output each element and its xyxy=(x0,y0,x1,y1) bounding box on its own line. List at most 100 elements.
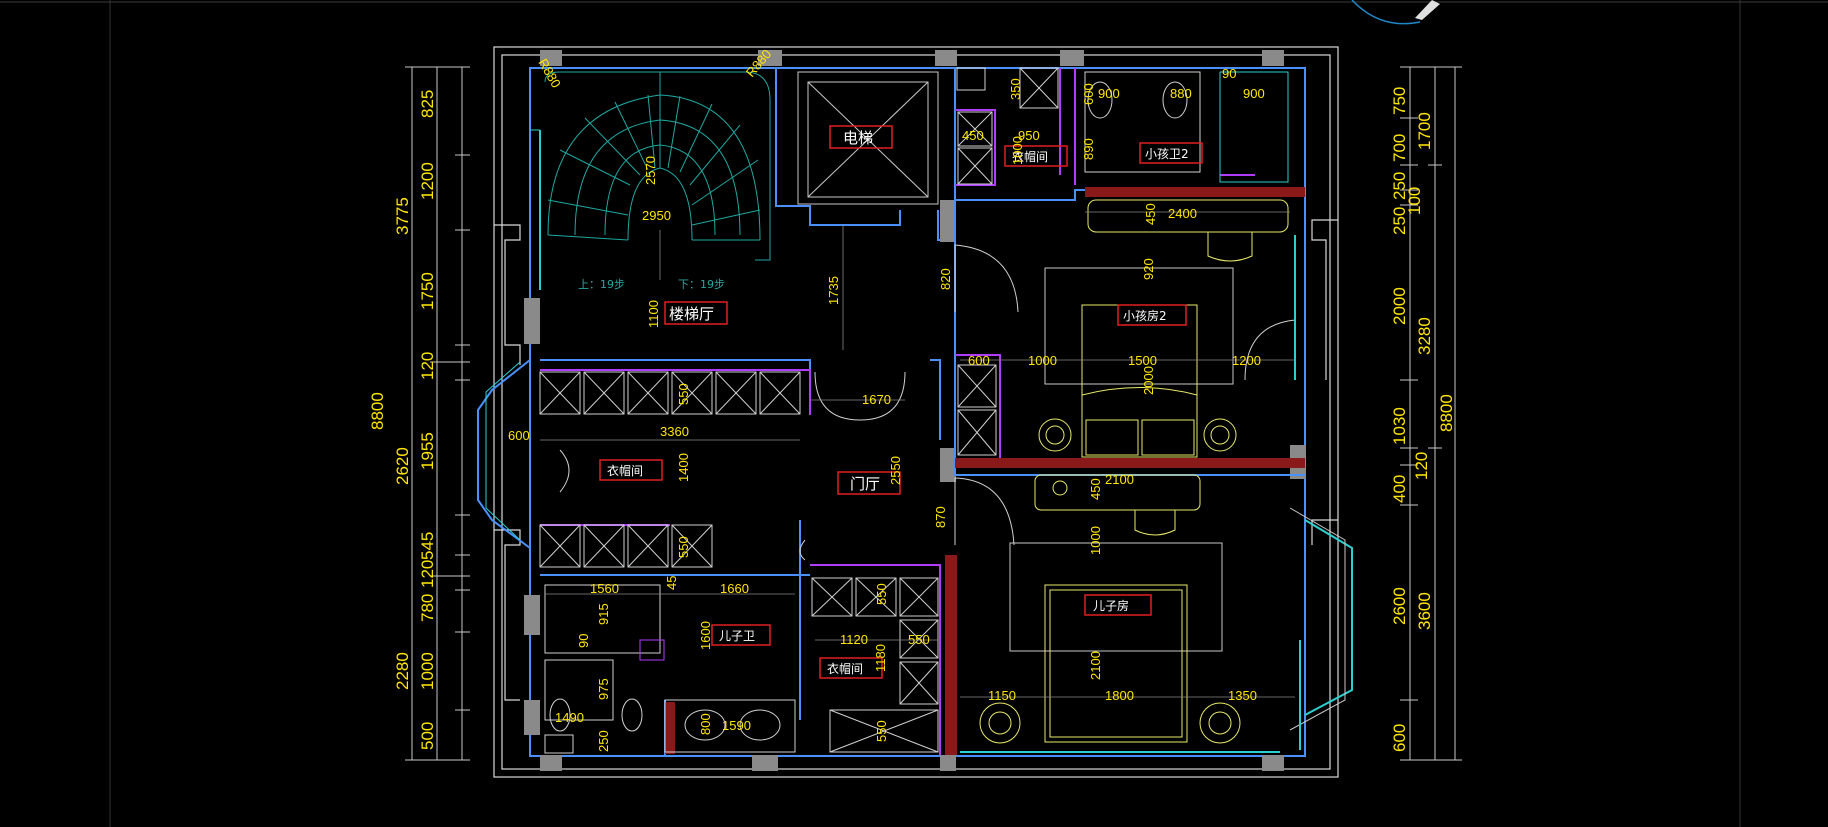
dimension-label: 1500 xyxy=(1128,353,1157,368)
right-inner-dimensions: 750 700 250 100 2000 1030 120 400 2600 6… xyxy=(1390,87,1431,752)
dimension-label: 1660 xyxy=(720,581,749,596)
bay-window-right xyxy=(1304,519,1353,716)
dimension-label: 8800 xyxy=(1437,394,1456,432)
dimension-label: 550 xyxy=(874,720,889,742)
right-outer-dimensions: 1700 250 3280 8800 3600 xyxy=(1390,112,1456,630)
dimension-label: 1735 xyxy=(826,276,841,305)
dimension-label: 1490 xyxy=(555,710,584,725)
room-label-child-bath-2: 小孩卫2 xyxy=(1145,147,1189,161)
room-labels: 楼梯厅 电梯 衣帽间 小孩卫2 小孩房2 衣帽间 门厅 儿子卫 衣帽间 儿子房 xyxy=(599,125,1203,679)
dimension-label: 600 xyxy=(1390,724,1409,752)
bathroom-fixtures xyxy=(544,67,1289,754)
left-dimension-lines xyxy=(405,66,470,761)
dimension-label: 90 xyxy=(1222,66,1236,81)
dimension-label: 870 xyxy=(933,506,948,528)
room-label-cloakroom-top: 衣帽间 xyxy=(1012,149,1048,164)
dimension-label: 545 xyxy=(418,532,437,560)
right-dimension-lines xyxy=(1400,66,1462,761)
masonry xyxy=(665,187,1305,755)
dimension-label: 1000 xyxy=(1010,136,1025,165)
room-label-foyer: 门厅 xyxy=(850,475,880,493)
dimension-label: 350 xyxy=(1008,78,1023,100)
left-outer-dimensions: 3775 8800 2620 2280 xyxy=(368,197,412,690)
outer-walls xyxy=(493,46,1339,778)
elevator-shaft xyxy=(797,71,939,205)
dimension-label: 90 xyxy=(576,634,591,648)
dimension-label: 1200 xyxy=(418,162,437,200)
room-label-son-room: 儿子房 xyxy=(1093,598,1129,613)
north-marker xyxy=(1415,0,1440,20)
dimension-label: 450 xyxy=(1143,203,1158,225)
dimension-label: 550 xyxy=(676,536,691,558)
arc-fragment xyxy=(1351,0,1421,25)
dimension-label: 600 xyxy=(508,428,530,443)
dimension-label: 1000 xyxy=(418,652,437,690)
dimension-label: 2570 xyxy=(643,156,658,185)
dimension-label: 600 xyxy=(968,353,990,368)
dimension-label: 1800 xyxy=(1105,688,1134,703)
son-room-furniture xyxy=(979,474,1241,744)
dimension-label: 2620 xyxy=(393,447,412,485)
dimension-label: 2950 xyxy=(642,208,671,223)
dimension-label: 1670 xyxy=(862,392,891,407)
dimension-label: 1350 xyxy=(1228,688,1257,703)
interior-dimension-lines xyxy=(540,211,1295,698)
dimension-label: 1200 xyxy=(1232,353,1261,368)
stair-up-note: 上：19步 xyxy=(578,278,625,291)
child-room-2-furniture xyxy=(1038,199,1289,458)
bay-window-glass-left xyxy=(485,361,521,541)
dimension-label: 1750 xyxy=(418,272,437,310)
dimension-label: 3360 xyxy=(660,424,689,439)
spiral-stair xyxy=(544,71,771,261)
interior-dimensions: R880 R880 2570 2950 1100 1735 820 550 33… xyxy=(508,46,1265,752)
dimension-label: 800 xyxy=(698,713,713,735)
dimension-label: 700 xyxy=(1390,134,1409,162)
dimension-label: 2100 xyxy=(1088,651,1103,680)
dimension-label: 890 xyxy=(1081,138,1096,160)
dimension-label: 450 xyxy=(962,128,984,143)
dimension-label: 120 xyxy=(418,560,437,588)
dimension-label: 250 xyxy=(1390,207,1409,235)
dimension-label: 1955 xyxy=(418,432,437,470)
dimension-label: 1000 xyxy=(1088,526,1103,555)
dimension-label: 1000 xyxy=(1028,353,1057,368)
dimension-label: 250 xyxy=(596,730,611,752)
dimension-label: 1100 xyxy=(646,300,661,328)
dimension-label: 825 xyxy=(418,90,437,118)
room-label-son-bath: 儿子卫 xyxy=(719,629,755,643)
bay-window-left xyxy=(477,359,531,549)
dimension-label: 500 xyxy=(418,722,437,750)
dimension-label: 2280 xyxy=(393,652,412,690)
door-swings xyxy=(559,244,1296,561)
room-label-cloakroom-bottom: 衣帽间 xyxy=(827,661,863,676)
dimension-label: 2000 xyxy=(1141,366,1156,395)
dimension-label: 915 xyxy=(596,603,611,625)
dimension-label: 900 xyxy=(1098,86,1120,101)
columns xyxy=(524,50,1306,771)
dimension-label: 2400 xyxy=(1168,206,1197,221)
dimension-label: 45 xyxy=(664,576,679,590)
dimension-label: 3600 xyxy=(1415,592,1434,630)
room-label-cloakroom-mid: 衣帽间 xyxy=(607,463,643,478)
dimension-label: 975 xyxy=(596,678,611,700)
dimension-label: 1600 xyxy=(698,621,713,650)
dimension-label: 550 xyxy=(874,583,889,605)
dimension-label: 400 xyxy=(1390,475,1409,503)
closets-small-cloakroom xyxy=(811,577,939,753)
dimension-label: 3280 xyxy=(1415,317,1434,355)
dimension-label: 120 xyxy=(1412,452,1431,480)
dimension-label: 1120 xyxy=(840,632,868,647)
room-label-stair-hall: 楼梯厅 xyxy=(669,305,714,323)
dimension-label: 920 xyxy=(1141,258,1156,280)
dimension-label: 250 xyxy=(1390,172,1409,200)
dimension-label: 950 xyxy=(1018,128,1040,143)
dimension-label: 900 xyxy=(1243,86,1265,101)
dimension-label: 1180 xyxy=(873,644,888,672)
dimension-label: 120 xyxy=(418,352,437,380)
dimension-label: 880 xyxy=(1170,86,1192,101)
stair-down-note: 下：19步 xyxy=(678,278,725,291)
dimension-label: 550 xyxy=(676,383,691,405)
dimension-label: 2000 xyxy=(1390,287,1409,325)
closets-foyer-right xyxy=(957,67,1059,456)
